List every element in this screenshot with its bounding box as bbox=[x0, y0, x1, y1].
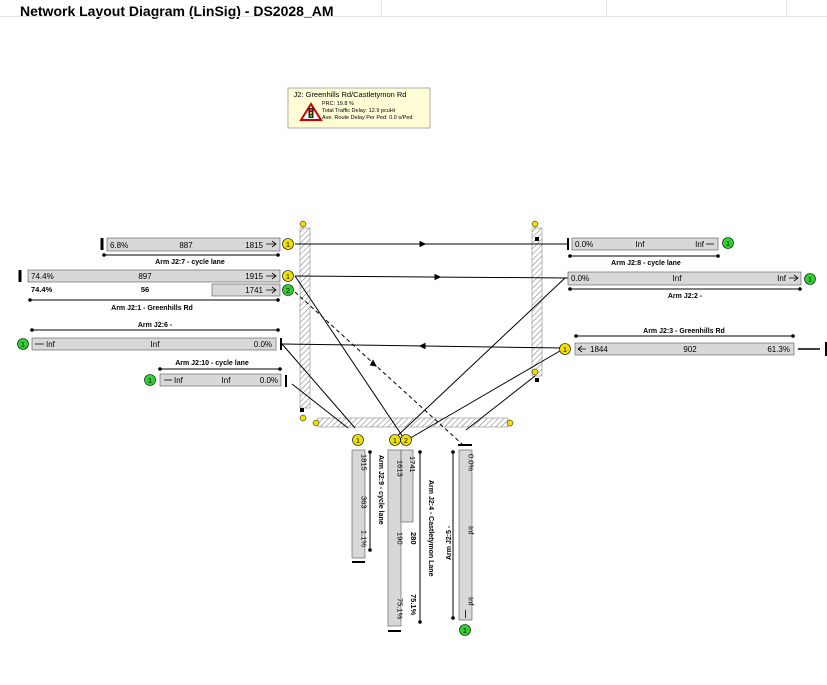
lane-sat-flow: Inf bbox=[467, 597, 476, 606]
lane-deg-sat: 0.0% bbox=[571, 274, 589, 283]
arm-total-deg-sat: 75.1% bbox=[409, 594, 418, 616]
lane-flow: 902 bbox=[683, 345, 697, 354]
lane-sat-flow: 1844 bbox=[590, 345, 608, 354]
arm-total-flow: 280 bbox=[409, 532, 418, 545]
arm-j2-10[interactable]: Arm J2:10 - cycle lane 1 Inf Inf 0.0% bbox=[144, 360, 287, 387]
lane-deg-sat: 0.0% bbox=[254, 340, 272, 349]
junction-info-box: J2: Greenhills Rd/Castletymon Rd PRC: 19… bbox=[287, 87, 431, 129]
arm-label: Arm J2:7 - cycle lane bbox=[155, 259, 225, 266]
arm-j2-7[interactable]: 6.8% 887 1815 1 Arm J2:7 - cycle lane bbox=[100, 237, 294, 266]
lane-number: 1 bbox=[808, 277, 812, 284]
lane-deg-sat: 61.3% bbox=[767, 345, 790, 354]
lane-deg-sat: 0.0% bbox=[260, 376, 278, 385]
lane-number-marker bbox=[17, 338, 29, 350]
arm-j2-3[interactable]: Arm J2:3 - Greenhills Rd 1 1844 902 61.3… bbox=[559, 328, 827, 356]
arm-label: Arm J2:2 - bbox=[668, 293, 703, 300]
lane-number: 1 bbox=[356, 438, 360, 445]
lane-number: 1 bbox=[286, 274, 290, 281]
info-junction-name: J2: Greenhills Rd/Castletymon Rd bbox=[294, 90, 407, 99]
lane-deg-sat: 1.1% bbox=[360, 530, 369, 547]
lane-sat-flow: Inf bbox=[174, 376, 184, 385]
arm-label: Arm J2:6 - bbox=[138, 322, 173, 329]
sheet-gridline bbox=[786, 0, 787, 16]
lane-sat-flow: 1741 bbox=[245, 286, 263, 295]
lane-number: 2 bbox=[286, 288, 290, 295]
arm-label: Arm J2:4 - Castletymon Lane bbox=[427, 480, 434, 577]
lane-flow: Inf bbox=[636, 240, 646, 249]
lane-number-marker bbox=[352, 434, 364, 446]
arm-j2-4[interactable]: 1 2 1613 1741 190 75.1% 280 75.1% Arm J2… bbox=[387, 434, 434, 632]
arm-label: Arm J2:9 - cycle lane bbox=[377, 455, 384, 525]
lane-number: 1 bbox=[21, 342, 25, 349]
lane-sat-flow: 1915 bbox=[245, 272, 263, 281]
arm-label: Arm J2:10 - cycle lane bbox=[175, 360, 249, 367]
arm-j2-8[interactable]: 0.0% Inf Inf 1 Arm J2:8 - cycle lane bbox=[567, 237, 734, 268]
page-title: Network Layout Diagram (LinSig) - DS2028… bbox=[20, 3, 334, 19]
info-total-delay: Total Traffic Delay: 12.9 pcuHr bbox=[322, 108, 396, 114]
arm-j2-6[interactable]: Arm J2:6 - 1 Inf Inf 0.0% bbox=[17, 322, 282, 351]
lane-sat-flow: Inf bbox=[695, 240, 705, 249]
sheet-gridline bbox=[381, 0, 382, 16]
sheet-gridline bbox=[606, 0, 607, 16]
arm-label: Arm J2:1 - Greenhills Rd bbox=[111, 305, 193, 312]
lane-number: 1 bbox=[463, 628, 467, 635]
lane-number-marker bbox=[559, 343, 571, 355]
sheet-rule bbox=[0, 16, 827, 17]
arm-j2-2[interactable]: 0.0% Inf Inf 1 Arm J2:2 - bbox=[567, 271, 816, 300]
arm-j2-1[interactable]: 74.4% 897 1915 1 1741 2 74.4% 56 Arm J2:… bbox=[18, 269, 294, 312]
lane-number-marker bbox=[282, 284, 294, 296]
lane-flow: 190 bbox=[396, 532, 405, 545]
lane-sat-flow: 1741 bbox=[408, 456, 417, 473]
lane-number: 1 bbox=[286, 242, 290, 249]
lane-number-marker bbox=[804, 273, 816, 285]
lane-number-marker bbox=[282, 270, 294, 282]
lane-number: 1 bbox=[726, 241, 730, 248]
arm-label: Arm J2:5 - bbox=[446, 525, 453, 560]
stop-line-hatching bbox=[299, 227, 543, 428]
lane-deg-sat: 0.0% bbox=[467, 454, 476, 471]
arm-label: Arm J2:8 - cycle lane bbox=[611, 260, 681, 267]
lane-number: 1 bbox=[148, 378, 152, 385]
info-route-delay: Ave. Route Delay Per Ped: 0.0 s/Ped bbox=[322, 115, 412, 121]
lane-deg-sat: 0.0% bbox=[575, 240, 593, 249]
lane-deg-sat: 74.4% bbox=[31, 272, 54, 281]
lane-number-marker bbox=[144, 374, 156, 386]
lane-sat-flow: Inf bbox=[46, 340, 56, 349]
lane-flow: 363 bbox=[360, 496, 369, 509]
lane-flow: 887 bbox=[179, 241, 193, 250]
lane-deg-sat: 6.8% bbox=[110, 241, 128, 250]
lane-flow: Inf bbox=[151, 340, 161, 349]
info-prc: PRC: 19.8 % bbox=[322, 101, 354, 107]
lane-sat-flow: 1815 bbox=[360, 454, 369, 471]
lane-flow: Inf bbox=[222, 376, 232, 385]
lane-number-marker bbox=[282, 238, 294, 250]
lane-sat-flow: 1815 bbox=[245, 241, 263, 250]
lane-flow: 897 bbox=[138, 272, 152, 281]
arm-j2-9[interactable]: 1 1815 363 1.1% Arm J2:9 - cycle lane bbox=[351, 434, 384, 563]
stop-line-markers bbox=[299, 220, 539, 427]
lane-sat-flow: Inf bbox=[777, 274, 787, 283]
lane-number: 1 bbox=[563, 347, 567, 354]
lane-flow: Inf bbox=[467, 526, 476, 535]
traffic-signal-warning-icon bbox=[299, 102, 323, 121]
lane-number-marker bbox=[400, 434, 412, 446]
lane-number-marker bbox=[722, 237, 734, 249]
lane-number-marker bbox=[459, 624, 471, 636]
arm-label: Arm J2:3 - Greenhills Rd bbox=[643, 328, 725, 335]
arm-total-flow: 56 bbox=[141, 285, 149, 294]
lane-sat-flow: 1613 bbox=[396, 460, 405, 477]
lane-number: 2 bbox=[404, 438, 408, 445]
traffic-movements bbox=[281, 240, 569, 445]
arm-total-deg-sat: 74.4% bbox=[31, 285, 53, 294]
lane-number: 1 bbox=[393, 438, 397, 445]
lane-deg-sat: 75.1% bbox=[396, 598, 405, 620]
arm-j2-5[interactable]: 0.0% Inf Inf 1 Arm J2:5 - bbox=[446, 444, 476, 636]
lane-flow: Inf bbox=[673, 274, 683, 283]
